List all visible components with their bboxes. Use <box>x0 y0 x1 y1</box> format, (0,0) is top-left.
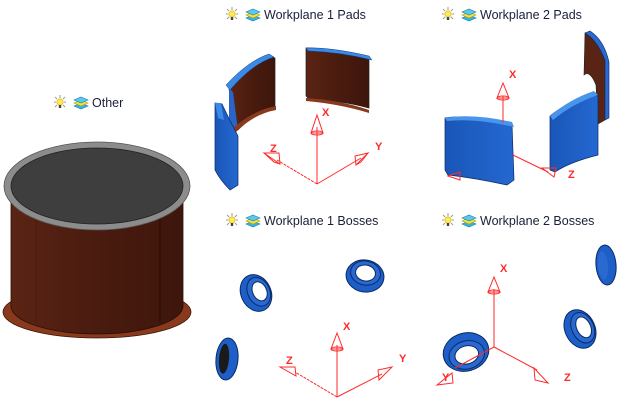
axis-label-y: Y <box>442 372 450 384</box>
axis-label-x: X <box>500 263 508 275</box>
axis-triad-wp1-bosses <box>278 331 394 398</box>
group-label-wp1-bosses[interactable]: Workplane 1 Bosses <box>224 213 378 229</box>
group-label-other[interactable]: Other <box>52 95 123 111</box>
lightbulb-icon[interactable] <box>440 7 458 23</box>
group-label-text: Workplane 2 Pads <box>480 8 582 22</box>
lightbulb-icon[interactable] <box>224 213 242 229</box>
layer-stack-icon <box>73 95 89 111</box>
group-label-wp2-pads[interactable]: Workplane 2 Pads <box>440 7 582 23</box>
axis-label-z: Z <box>568 169 575 181</box>
group-label-wp2-bosses[interactable]: Workplane 2 Bosses <box>440 213 594 229</box>
wp2-bosses-model[interactable] <box>439 244 618 376</box>
axis-label-y: Y <box>375 141 383 153</box>
group-label-text: Workplane 1 Pads <box>264 8 366 22</box>
axis-label-z: Z <box>286 355 293 367</box>
layer-stack-icon <box>461 7 477 23</box>
axis-label-x: X <box>322 107 330 119</box>
lightbulb-icon[interactable] <box>52 95 70 111</box>
axis-triad-wp2-bosses <box>435 275 550 386</box>
axis-label-x: X <box>343 321 351 333</box>
wp1-pads-model[interactable] <box>214 47 373 191</box>
axis-triad-wp1-pads <box>262 113 370 185</box>
group-label-text: Workplane 2 Bosses <box>480 214 595 228</box>
wp2-pads-model[interactable] <box>444 30 610 186</box>
layer-stack-icon <box>245 7 261 23</box>
axis-label-z: Z <box>270 143 277 155</box>
axis-label-y: Y <box>399 353 407 365</box>
cylinder-model[interactable] <box>2 141 192 339</box>
layer-stack-icon <box>461 213 477 229</box>
group-label-text: Other <box>92 96 124 110</box>
axis-label-x: X <box>509 69 517 81</box>
wp1-bosses-model[interactable] <box>214 257 386 381</box>
lightbulb-icon[interactable] <box>440 213 458 229</box>
axis-label-z: Z <box>564 372 571 384</box>
lightbulb-icon[interactable] <box>224 7 242 23</box>
group-label-wp1-pads[interactable]: Workplane 1 Pads <box>224 7 366 23</box>
axis-triad-wp2-pads <box>446 81 557 181</box>
group-label-text: Workplane 1 Bosses <box>264 214 379 228</box>
layer-stack-icon <box>245 213 261 229</box>
